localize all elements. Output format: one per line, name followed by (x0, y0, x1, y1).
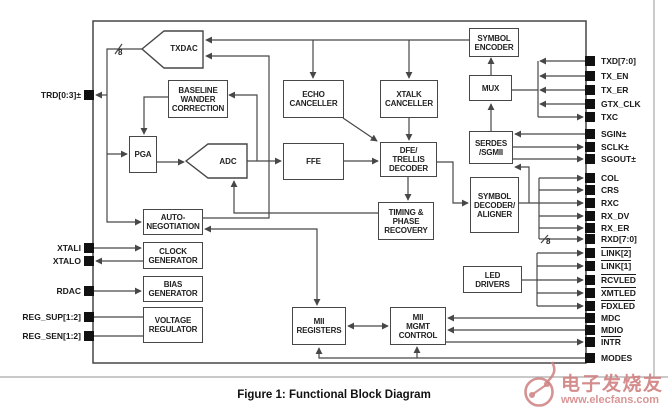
block-echo-canceller: ECHO CANCELLER (283, 80, 344, 118)
pin-reg-sen (84, 331, 94, 341)
pin-label-xtali: XTALI (57, 243, 81, 253)
txdac-shape (140, 30, 204, 69)
pin-link2 (585, 248, 595, 258)
pin-sclk (585, 142, 595, 152)
pin-label-tx-er: TX_ER (601, 85, 629, 95)
block-mii-registers: MII REGISTERS (292, 307, 346, 345)
figure-caption: Figure 1: Functional Block Diagram (237, 389, 431, 401)
page-border (0, 0, 668, 378)
block-ffe: FFE (283, 143, 344, 180)
block-symbol-decoder-aligner: SYMBOL DECODER/ ALIGNER (470, 177, 519, 233)
block-symbol-encoder: SYMBOL ENCODER (469, 28, 519, 57)
pin-label-rdac: RDAC (56, 286, 81, 296)
pin-xmtled (585, 288, 595, 298)
block-baseline-wander-correction: BASELINE WANDER CORRECTION (168, 80, 228, 118)
pin-label-txc: TXC (601, 112, 618, 122)
pin-label-crs: CRS (601, 185, 619, 195)
pin-label-rx-dv: RX_DV (601, 211, 630, 221)
pin-rxd (585, 234, 595, 244)
pin-label-link2: LINK[2] (601, 247, 632, 258)
pin-col (585, 173, 595, 183)
tx-bus-width: 8 (118, 48, 123, 57)
pin-modes (585, 353, 595, 363)
txdac-label: TXDAC (170, 44, 198, 53)
block-mii-mgmt-control: MII MGMT CONTROL (390, 307, 446, 345)
pin-label-reg-sen: REG_SEN[1:2] (22, 331, 81, 341)
wires (94, 36, 585, 359)
pin-label-intr: INTR (601, 336, 621, 347)
pin-tx-en (585, 71, 595, 81)
block-pga: PGA (129, 136, 157, 173)
pin-rxc (585, 198, 595, 208)
pin-label-trd: TRD[0:3]± (40, 90, 81, 100)
block-auto-negotiation: AUTO- NEGOTIATION (143, 209, 203, 235)
pin-label-reg-sup: REG_SUP[1:2] (22, 312, 81, 322)
pin-txd (585, 56, 595, 66)
block-xtalk-canceller: XTALK CANCELLER (380, 80, 438, 118)
adc-shape (184, 143, 248, 179)
elecfans-logo (524, 361, 556, 407)
pin-gtx-clk (585, 99, 595, 109)
pin-crs (585, 185, 595, 195)
watermark-chinese: 电子发烧友 (561, 374, 664, 395)
pin-label-rxc: RXC (601, 198, 619, 208)
adc-label: ADC (219, 157, 237, 166)
pin-reg-sup (84, 312, 94, 322)
pin-label-txd: TXD[7:0] (601, 56, 636, 66)
watermark-url: www.elecfans.com (561, 394, 660, 406)
pin-label-sclk: SCLK± (601, 142, 629, 152)
pin-label-link1: LINK[1] (601, 260, 632, 271)
pin-mdio (585, 325, 595, 335)
rxd-bus-width: 8 (546, 237, 551, 246)
pin-xtali (84, 243, 94, 253)
block-mux: MUX (469, 75, 512, 101)
pin-label-tx-en: TX_EN (601, 71, 629, 81)
pin-label-rxd: RXD[7:0] (601, 234, 637, 244)
block-timing-phase-recovery: TIMING & PHASE RECOVERY (378, 202, 434, 240)
pin-tx-er (585, 85, 595, 95)
pin-label-rx-er: RX_ER (601, 223, 630, 233)
pin-rcvled (585, 275, 595, 285)
pin-fdxled (585, 301, 595, 311)
pin-label-xmtled: XMTLED (601, 287, 636, 298)
pin-rdac (84, 286, 94, 296)
block-led-drivers: LED DRIVERS (463, 266, 522, 293)
pin-label-sgin: SGIN± (601, 129, 627, 139)
pin-xtalo (84, 256, 94, 266)
pin-trd (84, 90, 94, 100)
block-voltage-regulator: VOLTAGE REGULATOR (143, 307, 203, 343)
pin-label-modes: MODES (601, 353, 633, 363)
pin-label-mdio: MDIO (601, 325, 624, 335)
pin-label-mdc: MDC (601, 313, 621, 323)
pin-link1 (585, 261, 595, 271)
block-dfe-trellis-decoder: DFE/ TRELLIS DECODER (380, 142, 437, 177)
pin-sgout (585, 154, 595, 164)
pin-label-fdxled: FDXLED (601, 300, 635, 311)
pin-intr (585, 337, 595, 347)
pin-txc (585, 112, 595, 122)
pin-label-sgout: SGOUT± (601, 154, 636, 164)
dac-adc-shapes (140, 30, 248, 179)
pin-label-col: COL (601, 173, 619, 183)
pin-rx-er (585, 223, 595, 233)
block-bias-generator: BIAS GENERATOR (143, 276, 203, 302)
block-serdes-sgmii: SERDES /SGMII (469, 131, 513, 164)
pin-label-xtalo: XTALO (52, 256, 81, 266)
pin-label-rcvled: RCVLED (601, 274, 636, 285)
pin-rx-dv (585, 211, 595, 221)
pin-mdc (585, 313, 595, 323)
pin-sgin (585, 129, 595, 139)
pin-label-gtx-clk: GTX_CLK (601, 99, 641, 109)
block-clock-generator: CLOCK GENERATOR (143, 242, 203, 269)
